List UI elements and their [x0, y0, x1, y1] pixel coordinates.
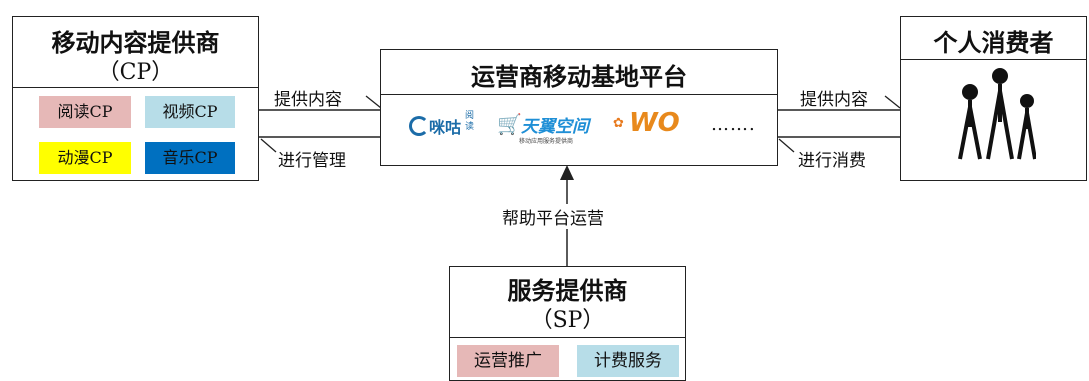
migu-reading-logo: 咪咕 阅读: [409, 111, 487, 139]
sp-box: 服务提供商 （SP） 运营推广 计费服务: [449, 266, 686, 381]
tianyi-logo-subtext: 移动应用服务提供商: [519, 138, 574, 145]
label-consumer-provide: 提供内容: [800, 90, 868, 110]
chip-anime-cp: 动漫CP: [39, 142, 131, 174]
consumer-divider: [901, 59, 1086, 60]
platform-divider: [381, 94, 777, 95]
cart-icon: 🛒: [497, 112, 522, 136]
chip-video-cp: 视频CP: [145, 96, 235, 128]
more-ellipsis: …….: [711, 114, 756, 135]
migu-logo-text: 咪咕: [429, 118, 462, 137]
migu-logo-side: 阅读: [465, 111, 475, 132]
consumer-box: 个人消费者: [900, 16, 1087, 181]
consumer-title: 个人消费者: [933, 28, 1054, 57]
people-icon: [958, 68, 1036, 160]
tianyi-logo-text: 天翼空间: [521, 117, 589, 137]
sp-subtitle: （SP）: [530, 308, 605, 333]
label-consumer-consume: 进行消费: [798, 151, 866, 171]
cp-box: 移动内容提供商 （CP） 阅读CP 视频CP 动漫CP 音乐CP: [12, 16, 259, 181]
sp-arrow-head: [560, 165, 574, 180]
label-cp-provide: 提供内容: [274, 90, 342, 110]
cp-manage-pointer: [260, 138, 277, 153]
tianyi-space-logo: 🛒 天翼空间 移动应用服务提供商: [497, 106, 601, 148]
sp-divider: [450, 337, 685, 338]
wo-logo: ✿ WO: [613, 108, 693, 142]
wo-logo-mark: ✿: [613, 116, 624, 131]
chip-music-cp: 音乐CP: [145, 142, 235, 174]
consumer-consume-pointer: [778, 138, 795, 153]
wo-logo-text: WO: [629, 108, 680, 138]
consumer-provide-pointer: [884, 95, 901, 109]
chip-billing-service: 计费服务: [577, 345, 679, 377]
migu-logo-mark: [409, 116, 429, 136]
chip-reading-cp: 阅读CP: [39, 96, 131, 128]
cp-provide-pointer: [365, 95, 382, 109]
cp-subtitle: （CP）: [97, 60, 174, 85]
platform-title: 运营商移动基地平台: [471, 62, 687, 91]
label-sp-help: 帮助平台运营: [500, 204, 606, 229]
cp-title: 移动内容提供商: [51, 28, 220, 57]
sp-title: 服务提供商: [507, 276, 628, 305]
chip-operation-promotion: 运营推广: [457, 345, 559, 377]
label-cp-manage: 进行管理: [278, 151, 346, 171]
platform-box: 运营商移动基地平台 咪咕 阅读 🛒 天翼空间 移动应用服务提供商 ✿ WO ………: [380, 49, 778, 166]
cp-divider: [13, 87, 258, 88]
